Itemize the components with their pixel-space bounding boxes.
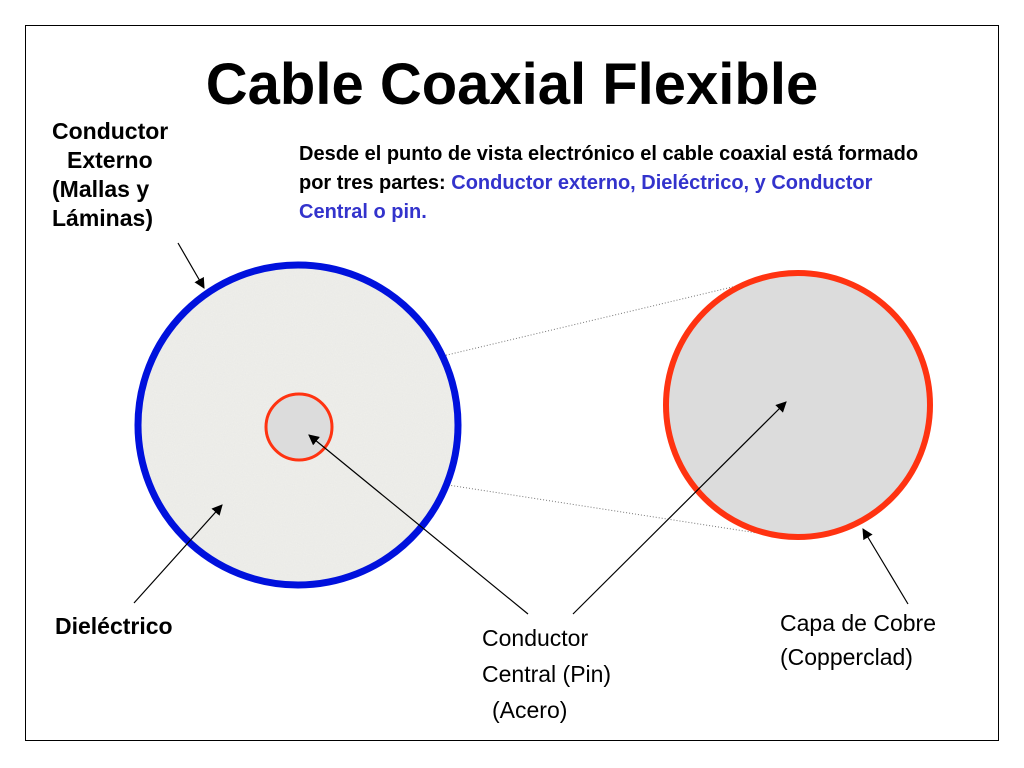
label-outer-line-3: (Mallas y [52, 176, 150, 202]
label-outer-conductor: Conductor Externo (Mallas y Láminas) [52, 117, 202, 233]
label-copper-line-2: (Copperclad) [780, 644, 913, 670]
label-outer-line-1: Conductor [52, 118, 169, 144]
label-outer-line-2: Externo [67, 147, 153, 173]
arrow-copper-layer [862, 528, 909, 605]
label-dielectric: Dieléctrico [55, 613, 173, 639]
label-outer-line-4: Láminas) [52, 205, 153, 231]
page-title: Cable Coaxial Flexible [205, 52, 819, 117]
label-pin-line-3: (Acero) [492, 697, 568, 723]
label-copper-line-1: Capa de Cobre [780, 610, 936, 636]
arrow-center-conductor [308, 434, 529, 615]
description-text: Desde el punto de vista electrónico el c… [299, 140, 939, 227]
magnified-pin [663, 270, 933, 540]
arrow-dielectric [133, 504, 223, 604]
label-pin-line-2: Central (Pin) [482, 661, 612, 687]
label-copper-layer: Capa de Cobre (Copperclad) [780, 606, 936, 674]
label-pin-line-1: Conductor [482, 625, 589, 651]
center-conductor [264, 392, 334, 462]
description-highlight: Conductor externo, Dieléctrico, y Conduc… [299, 172, 873, 223]
arrow-outer-conductor [177, 242, 205, 289]
arrow-magnified-pin [572, 401, 787, 615]
zoom-line-top [299, 277, 771, 391]
zoom-line-bottom [299, 461, 771, 536]
label-center-conductor: Conductor Central (Pin) (Acero) [482, 620, 611, 728]
description-plain: Desde el punto de vista electrónico el c… [299, 143, 919, 194]
outer-conductor-ring [134, 261, 462, 589]
